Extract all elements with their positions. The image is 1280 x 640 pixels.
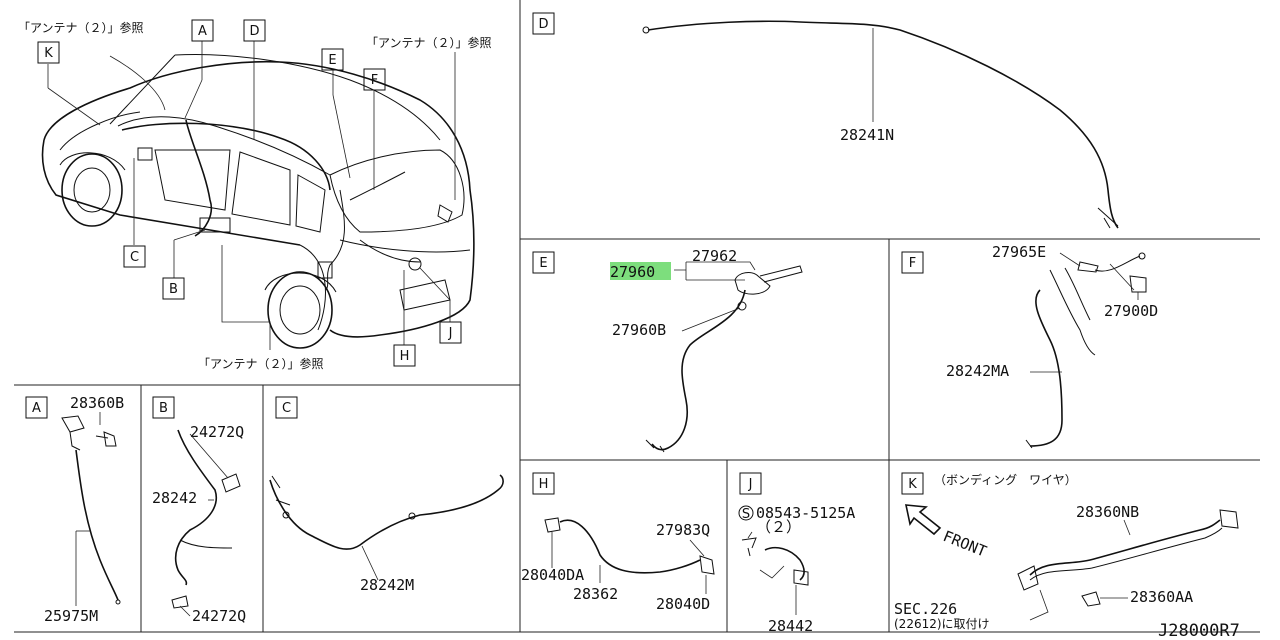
part-27960-highlight	[610, 262, 671, 280]
panel-j: J S 08543-5125A （２） 28442	[738, 472, 855, 635]
part-28241n: 28241N	[840, 126, 894, 144]
panel-k: K （ボンディング ワイヤ） FRONT 28360NB 28360AA SEC…	[894, 472, 1239, 631]
part-25975m: 25975M	[44, 607, 98, 625]
svg-text:C: C	[282, 401, 291, 416]
part-28360aa: 28360AA	[1130, 588, 1193, 606]
callout-a: A	[191, 19, 214, 42]
panel-borders	[14, 0, 1260, 633]
svg-text:H: H	[539, 477, 549, 492]
callout-b: B	[162, 277, 185, 300]
callout-c: C	[123, 245, 146, 268]
svg-text:J: J	[448, 326, 453, 341]
sec-ref: SEC.226	[894, 600, 957, 618]
part-24272q-bottom: 24272Q	[192, 607, 246, 625]
antenna-ref-2: 「アンテナ（２）」参照	[366, 35, 492, 50]
svg-text:E: E	[539, 256, 547, 271]
panel-b: B 24272Q 28242 24272Q	[152, 396, 246, 625]
svg-text:F: F	[371, 73, 378, 88]
part-08543-5125a: 08543-5125A	[756, 504, 855, 522]
svg-text:C: C	[130, 250, 139, 265]
svg-text:F: F	[909, 256, 916, 271]
part-28040da: 28040DA	[521, 566, 584, 584]
part-24272q-top: 24272Q	[190, 423, 244, 441]
part-28242ma: 28242MA	[946, 362, 1009, 380]
part-27965e: 27965E	[992, 243, 1046, 261]
part-qty-2: （２）	[756, 518, 801, 536]
part-27960: 27960	[610, 263, 655, 281]
callout-k: K	[37, 41, 60, 64]
part-28442: 28442	[768, 617, 813, 635]
svg-text:B: B	[169, 282, 178, 297]
part-27983q: 27983Q	[656, 521, 710, 539]
part-28362: 28362	[573, 585, 618, 603]
part-27960b: 27960B	[612, 321, 666, 339]
panel-e: E 27962 27960 27960B	[532, 247, 803, 453]
svg-text:A: A	[198, 24, 207, 39]
antenna-ref-1: 「アンテナ（２）」参照	[18, 20, 144, 35]
svg-text:A: A	[32, 401, 41, 416]
svg-text:B: B	[159, 401, 168, 416]
car-overview	[41, 53, 475, 349]
panel-a: A 28360B 25975M	[25, 394, 124, 625]
part-28242: 28242	[152, 489, 197, 507]
overview-callouts: K A D E F C B J H	[37, 19, 462, 367]
callout-f: F	[363, 68, 386, 91]
sec-note: (22612)に取付け	[894, 617, 990, 631]
front-label: FRONT	[941, 527, 990, 561]
front-arrow-icon	[904, 504, 942, 536]
svg-text:H: H	[400, 349, 410, 364]
panel-f: F 27965E 27900D 28242MA	[901, 243, 1158, 449]
diagram-id: J28000R7	[1158, 621, 1240, 640]
callout-h: H	[393, 344, 416, 367]
svg-text:D: D	[249, 24, 259, 39]
svg-text:D: D	[538, 17, 548, 32]
part-28360nb: 28360NB	[1076, 503, 1139, 521]
part-27900d: 27900D	[1104, 302, 1158, 320]
panel-c: C 28242M	[269, 396, 504, 594]
antenna-ref-3: 「アンテナ（２）」参照	[198, 356, 324, 371]
callout-d: D	[243, 19, 266, 42]
part-28040d: 28040D	[656, 595, 710, 613]
panel-h: H 27983Q 28040DA 28362 28040D	[521, 472, 715, 613]
part-28242m: 28242M	[360, 576, 414, 594]
svg-text:K: K	[908, 477, 917, 492]
svg-text:K: K	[44, 46, 53, 61]
part-28360b: 28360B	[70, 394, 124, 412]
callout-e: E	[321, 48, 344, 71]
svg-text:E: E	[328, 53, 336, 68]
callout-j: J	[439, 321, 462, 344]
bonding-wire-note: （ボンディング ワイヤ）	[934, 472, 1077, 487]
overview-leaders	[47, 41, 456, 350]
svg-text:S: S	[742, 507, 750, 522]
part-27962: 27962	[692, 247, 737, 265]
panel-d: D 28241N	[532, 12, 1119, 229]
svg-text:J: J	[748, 477, 753, 492]
